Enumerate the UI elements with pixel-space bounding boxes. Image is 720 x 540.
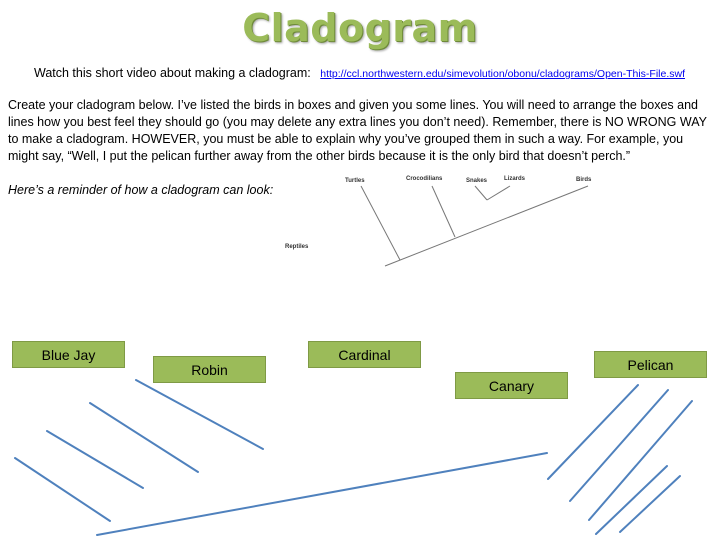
video-link[interactable]: http://ccl.northwestern.edu/simevolution… <box>320 68 686 80</box>
movable-line[interactable] <box>588 400 693 521</box>
bird-box-pelican[interactable]: Pelican <box>594 351 707 378</box>
bird-box-robin[interactable]: Robin <box>153 356 266 383</box>
reminder-text: Here’s a reminder of how a cladogram can… <box>8 183 274 197</box>
movable-line[interactable] <box>14 457 111 522</box>
movable-line[interactable] <box>46 430 144 489</box>
movable-line[interactable] <box>619 475 681 533</box>
bird-box-cardinal[interactable]: Cardinal <box>308 341 421 368</box>
page-title: Cladogram <box>242 6 478 50</box>
bird-box-canary[interactable]: Canary <box>455 372 568 399</box>
movable-line[interactable] <box>569 389 669 502</box>
movable-line[interactable] <box>89 402 199 473</box>
movable-line[interactable] <box>135 379 264 450</box>
movable-line[interactable] <box>547 384 639 480</box>
bird-box-blue-jay[interactable]: Blue Jay <box>12 341 125 368</box>
movable-line[interactable] <box>96 452 548 536</box>
instructions-paragraph: Create your cladogram below. I’ve listed… <box>8 98 707 163</box>
video-instruction-text: Watch this short video about making a cl… <box>34 66 311 80</box>
movable-line[interactable] <box>595 465 668 535</box>
video-instruction: Watch this short video about making a cl… <box>34 66 685 80</box>
